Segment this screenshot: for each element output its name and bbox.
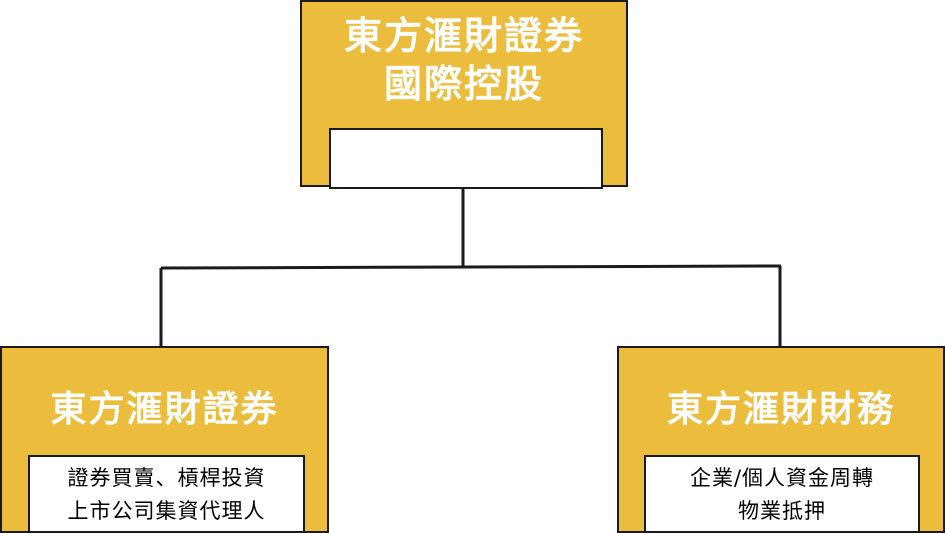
org-node-securities: 東方滙財證券 證券買賣、槓桿投資 上市公司集資代理人 <box>0 346 329 533</box>
securities-title: 東方滙財證券 <box>50 389 279 430</box>
securities-description-line2: 上市公司集資代理人 <box>67 499 266 523</box>
holding-title-line2: 國際控股 <box>383 62 544 106</box>
finance-description-box: 企業/個人資金周轉 物業抵押 <box>644 455 920 533</box>
org-node-finance: 東方滙財財務 企業/個人資金周轉 物業抵押 <box>617 346 945 533</box>
finance-title: 東方滙財財務 <box>666 389 895 430</box>
finance-description-line1: 企業/個人資金周轉 <box>689 466 875 490</box>
finance-description-line2: 物業抵押 <box>738 499 826 523</box>
securities-description-box: 證券買賣、槓桿投資 上市公司集資代理人 <box>28 455 305 533</box>
securities-description-line1: 證券買賣、槓桿投資 <box>67 466 266 490</box>
holding-description-box <box>329 128 603 189</box>
holding-title-line1: 東方滙財證券 <box>343 14 584 58</box>
connector-horizontal-bar <box>160 264 782 270</box>
org-node-holding: 東方滙財證券 國際控股 <box>300 0 628 189</box>
holding-title: 東方滙財證券 國際控股 <box>302 12 626 108</box>
